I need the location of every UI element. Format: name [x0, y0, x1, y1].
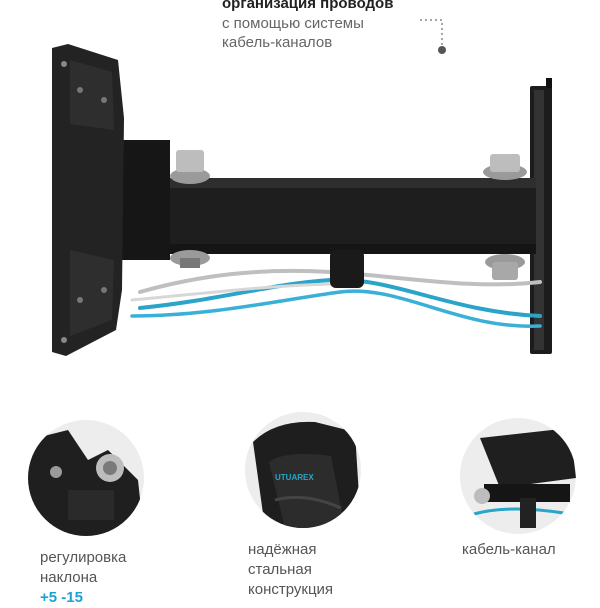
- caption-line-1: организация проводов: [222, 0, 394, 12]
- caption-line-2: с помощью системы: [222, 15, 364, 32]
- brand-logo: UTUAREX: [275, 473, 314, 482]
- feature-steel-line-3: конструкция: [248, 581, 334, 598]
- pivot-bolts: [170, 150, 527, 280]
- wall-mount-bracket-illustration: [52, 44, 552, 356]
- caption-leader-line: [420, 19, 446, 54]
- vesa-plate: [52, 44, 124, 356]
- cable-channel-detail-image: [460, 418, 576, 534]
- feature-tilt-label: регулировка наклона +5 -15: [40, 548, 126, 608]
- feature-steel-label: надёжная стальная конструкция: [248, 540, 333, 600]
- tilt-range-value: +5 -15: [40, 589, 83, 606]
- cable-management-caption: организация проводов с помощью системы к…: [222, 0, 482, 52]
- steel-construction-detail-image: UTUAREX: [245, 412, 361, 528]
- feature-cable-channel-label: кабель-канал: [462, 540, 556, 560]
- feature-tilt-line-2: наклона: [40, 569, 98, 586]
- feature-steel-line-2: стальная: [248, 561, 312, 578]
- cable-clip: [330, 250, 364, 288]
- tilt-detail-image: [28, 420, 144, 536]
- feature-tilt-line-1: регулировка: [40, 549, 127, 566]
- feature-cable-channel-line-1: кабель-канал: [462, 541, 556, 558]
- feature-steel-line-1: надёжная: [248, 541, 317, 558]
- caption-line-3: кабель-каналов: [222, 34, 333, 51]
- swing-arm: [150, 178, 536, 288]
- wall-plate: [530, 78, 552, 354]
